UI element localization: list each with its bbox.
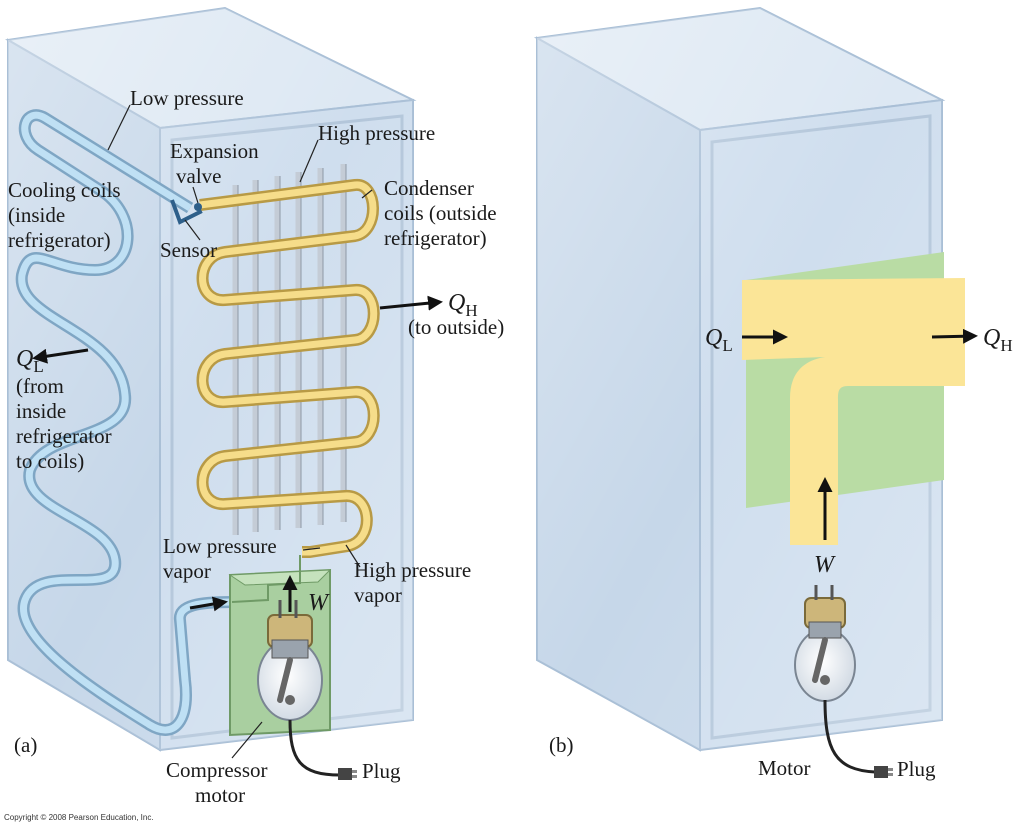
label-from-1: (from bbox=[16, 374, 64, 398]
label-plug-b: Plug bbox=[897, 757, 936, 781]
leader-lines-a bbox=[107, 104, 373, 759]
label-cooling-coils-3: refrigerator) bbox=[8, 228, 111, 252]
label-compressor-2: motor bbox=[195, 783, 245, 807]
arrows-b bbox=[742, 328, 978, 540]
plug-b bbox=[874, 766, 893, 778]
label-work-b: W bbox=[814, 552, 836, 578]
condenser-coils bbox=[196, 179, 380, 558]
label-hp-vapor-2: vapor bbox=[354, 583, 402, 607]
labels-a: Low pressure High pressure Expansion val… bbox=[8, 86, 504, 807]
qh-arrow-a bbox=[379, 295, 443, 311]
label-panel-a-tag: (a) bbox=[14, 733, 37, 757]
label-cooling-coils-1: Cooling coils bbox=[8, 178, 121, 202]
label-condenser-3: refrigerator) bbox=[384, 226, 487, 250]
label-from-3: refrigerator bbox=[16, 424, 112, 448]
label-high-pressure: High pressure bbox=[318, 121, 435, 145]
label-hp-vapor-1: High pressure bbox=[354, 558, 471, 582]
label-cooling-coils-2: (inside bbox=[8, 203, 65, 227]
label-compressor-1: Compressor bbox=[166, 758, 268, 782]
fridge-a bbox=[5, 6, 417, 752]
label-expansion: Expansion bbox=[170, 139, 259, 163]
label-motor: Motor bbox=[758, 756, 811, 780]
label-condenser-1: Condenser bbox=[384, 176, 474, 200]
ql-arrow-a bbox=[32, 348, 89, 364]
label-panel-b-tag: (b) bbox=[549, 733, 574, 757]
copyright-text: Copyright © 2008 Pearson Education, Inc. bbox=[4, 813, 154, 822]
label-from-4: to coils) bbox=[16, 449, 84, 473]
label-ql-a: QL bbox=[16, 346, 44, 376]
label-low-pressure: Low pressure bbox=[130, 86, 244, 110]
motor-b bbox=[794, 585, 876, 774]
plug-a bbox=[338, 768, 357, 780]
label-condenser-2: coils (outside bbox=[384, 201, 497, 225]
energy-flow-b bbox=[742, 252, 965, 545]
qh-arrow-b bbox=[931, 328, 978, 344]
label-qh-a: QH bbox=[448, 290, 478, 320]
cooling-coils bbox=[15, 109, 233, 736]
label-work-a: W bbox=[308, 590, 330, 616]
expansion-valve bbox=[170, 199, 203, 225]
label-plug-a: Plug bbox=[362, 759, 401, 783]
label-to-outside: (to outside) bbox=[408, 315, 504, 339]
compressor-motor-a bbox=[257, 600, 341, 777]
label-from-2: inside bbox=[16, 399, 66, 423]
label-lp-vapor-1: Low pressure bbox=[163, 534, 277, 558]
arrows-a bbox=[32, 295, 443, 612]
labels-b: QL QH W (b) Motor Plug bbox=[549, 325, 1013, 781]
label-valve: valve bbox=[176, 164, 221, 188]
label-lp-vapor-2: vapor bbox=[163, 559, 211, 583]
label-qh-b: QH bbox=[983, 325, 1013, 355]
label-sensor: Sensor bbox=[160, 238, 217, 262]
label-ql-b: QL bbox=[705, 325, 733, 355]
